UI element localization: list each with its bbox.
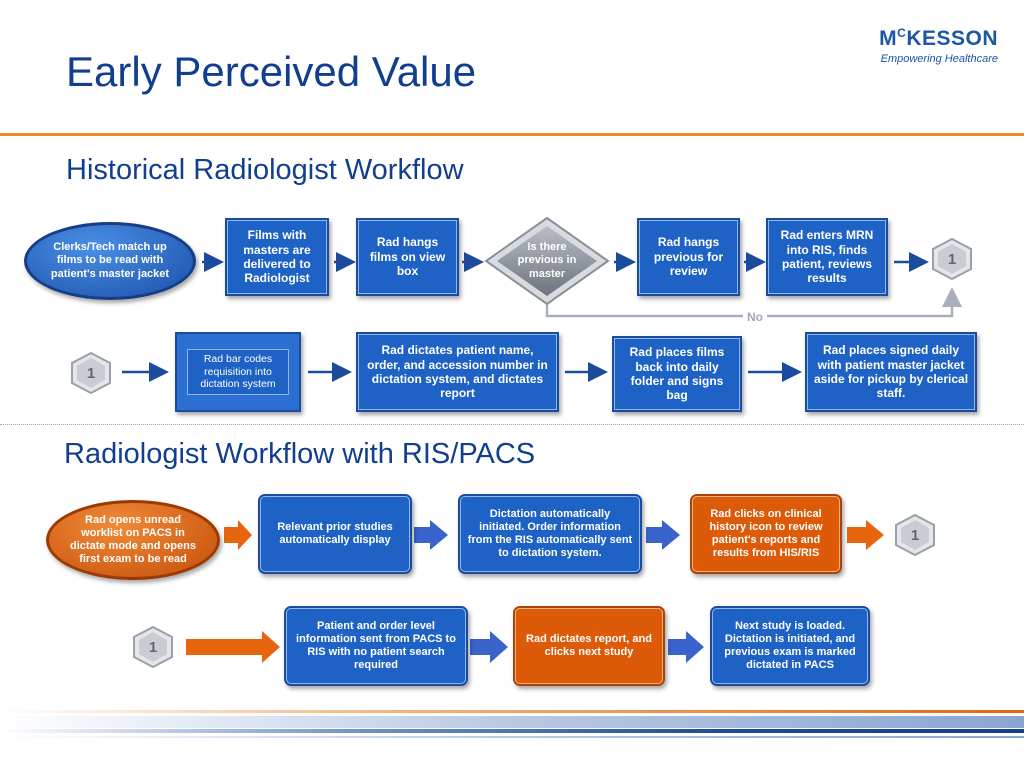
process-box-dictation-initiated: Dictation automatically initiated. Order… bbox=[458, 494, 642, 574]
process-box-dictates-report: Rad dictates report, and clicks next stu… bbox=[513, 606, 665, 686]
section-title-ris-pacs: Radiologist Workflow with RIS/PACS bbox=[64, 438, 536, 470]
logo-tagline: Empowering Healthcare bbox=[880, 53, 998, 65]
process-box-hangs-films: Rad hangs films on view box bbox=[356, 218, 459, 296]
connector-hexagon: 1 bbox=[931, 237, 973, 281]
process-box-clinical-history: Rad clicks on clinical history icon to r… bbox=[690, 494, 842, 574]
arrow-r2-2 bbox=[470, 631, 508, 663]
process-box-prior-studies: Relevant prior studies automatically dis… bbox=[258, 494, 412, 574]
mckesson-logo: MCKESSON Empowering Healthcare bbox=[879, 26, 998, 65]
page-title: Early Perceived Value bbox=[66, 48, 477, 95]
connector-hexagon: 1 bbox=[70, 351, 112, 395]
process-box-hangs-previous: Rad hangs previous for review bbox=[637, 218, 740, 296]
process-box-next-study: Next study is loaded. Dictation is initi… bbox=[710, 606, 870, 686]
process-box-films-delivered: Films with masters are delivered to Radi… bbox=[225, 218, 329, 296]
process-box-order-info-sent: Patient and order level information sent… bbox=[284, 606, 468, 686]
decision-diamond bbox=[484, 216, 610, 306]
footer-stripes bbox=[0, 710, 1024, 738]
no-label: No bbox=[743, 310, 767, 324]
process-box-places-films: Rad places films back into daily folder … bbox=[612, 336, 742, 412]
process-box-enters-mrn: Rad enters MRN into RIS, finds patient, … bbox=[766, 218, 888, 296]
process-box-dictates-patient: Rad dictates patient name, order, and ac… bbox=[356, 332, 559, 412]
process-box-places-signed: Rad places signed daily with patient mas… bbox=[805, 332, 977, 412]
arrow-r1-3 bbox=[646, 520, 680, 550]
decision-label: Is there previous in master bbox=[517, 241, 577, 280]
process-oval-opens-worklist: Rad opens unread worklist on PACS in dic… bbox=[46, 500, 220, 580]
arrow-r1-2 bbox=[414, 520, 448, 550]
arrow-r1-1 bbox=[224, 520, 252, 550]
arrow-r1-4 bbox=[847, 520, 884, 550]
connector-hexagon: 1 bbox=[894, 513, 936, 557]
process-box-bar-codes: Rad bar codes requisition into dictation… bbox=[175, 332, 301, 412]
arrow-r2-1 bbox=[186, 631, 280, 663]
logo-wordmark: MCKESSON bbox=[879, 26, 998, 50]
connector-hexagon: 1 bbox=[132, 625, 174, 669]
arrow-r2-3 bbox=[668, 631, 704, 663]
section-divider bbox=[0, 424, 1024, 425]
process-oval-clerks: Clerks/Tech match up films to be read wi… bbox=[24, 222, 196, 300]
header-divider bbox=[0, 133, 1024, 136]
section-title-historical: Historical Radiologist Workflow bbox=[66, 154, 464, 186]
